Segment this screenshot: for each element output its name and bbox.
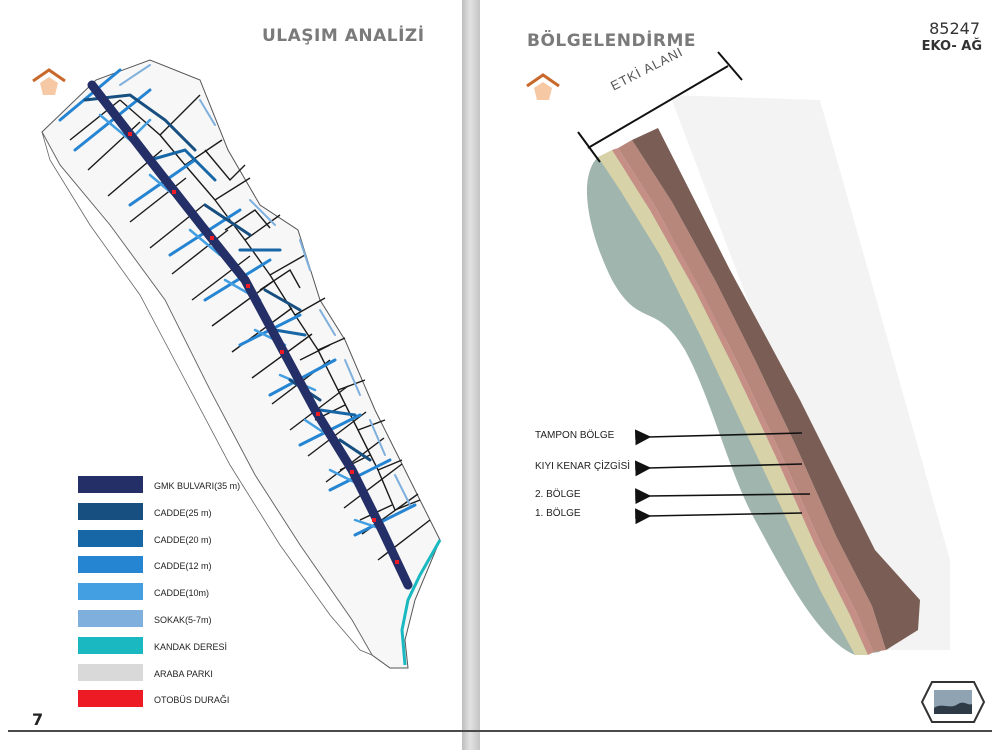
zoning-diagram	[577, 51, 950, 655]
project-code: 85247	[929, 19, 980, 38]
legend-label: CADDE(10m)	[154, 588, 210, 599]
transport-map	[41, 59, 442, 669]
legend-swatch	[78, 556, 143, 574]
home-icon	[526, 73, 560, 100]
buffer-zone	[632, 128, 920, 650]
logo-icon	[920, 681, 986, 723]
legend-swatch	[78, 476, 143, 493]
zone-label: 1. BÖLGE	[535, 508, 581, 519]
coastline-edge	[612, 148, 874, 655]
legend-label: OTOBÜS DURAĞI	[154, 695, 230, 706]
project-name: EKO- AĞ	[921, 39, 982, 54]
second-zone	[618, 140, 886, 652]
zone-arrows	[634, 429, 811, 525]
zone-label: TAMPON BÖLGE	[535, 430, 615, 441]
right-page-title: BÖLGELENDİRME	[527, 31, 697, 51]
legend-label: SOKAK(5-7m)	[154, 614, 212, 625]
bottom-rule	[8, 730, 992, 732]
zone-label: KIYI KENAR ÇİZGİSİ	[535, 461, 631, 472]
legend-label: CADDE(20 m)	[154, 534, 212, 545]
legend-label: CADDE(12 m)	[154, 561, 212, 572]
legend-swatch	[78, 529, 143, 547]
zone-label: 2. BÖLGE	[535, 489, 581, 500]
legend-swatch	[78, 690, 143, 708]
legend-swatch	[78, 583, 143, 601]
left-page: ULAŞIM ANALİZİ	[0, 0, 462, 750]
left-page-title: ULAŞIM ANALİZİ	[262, 26, 425, 46]
legend-swatch	[78, 636, 143, 654]
legend-swatch	[78, 502, 143, 520]
book-gutter	[462, 0, 480, 750]
legend-label: KANDAK DERESİ	[154, 641, 228, 652]
legend-label: CADDE(25 m)	[154, 507, 212, 518]
sand-zone	[598, 150, 868, 655]
legend-label: GMK BULVARI(35 m)	[154, 481, 241, 491]
home-icon	[32, 68, 66, 95]
dimension-line	[577, 51, 743, 163]
legend-swatch	[78, 609, 143, 627]
page-number: 7	[32, 710, 44, 729]
legend-swatch	[78, 663, 143, 681]
legend-label: ARABA PARKI	[154, 668, 213, 679]
right-page: BÖLGELENDİRME 85247 EKO- AĞ	[480, 0, 1000, 750]
